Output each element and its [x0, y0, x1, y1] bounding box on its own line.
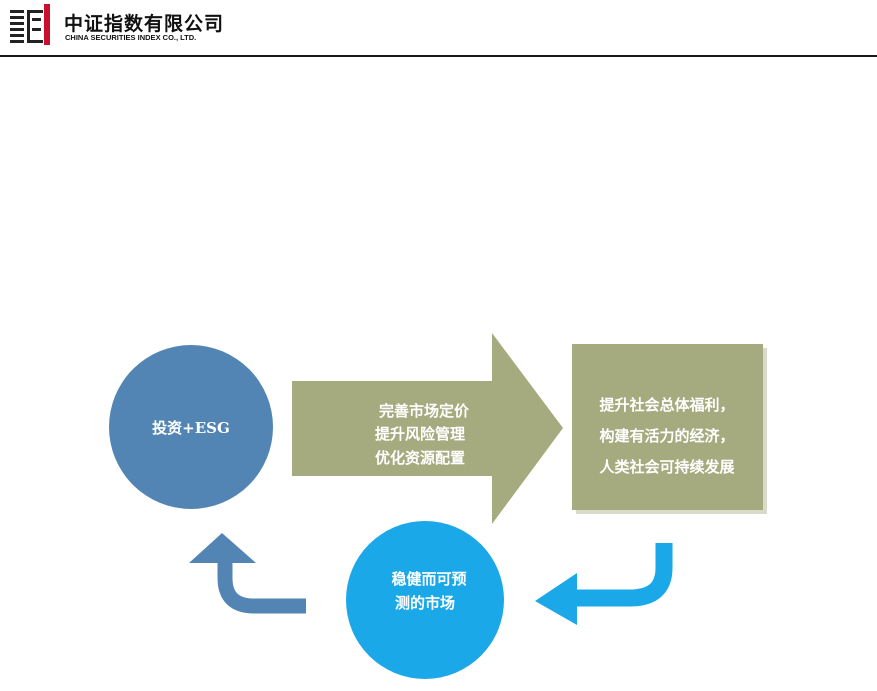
market-circle [346, 521, 504, 679]
market-node: 稳健而可预 测的市场 [346, 521, 504, 679]
company-name-cn: 中证指数有限公司 [64, 13, 225, 35]
invest-esg-node: 投资+ESG [109, 345, 273, 509]
header-divider [0, 55, 877, 57]
process-line-1: 完善市场定价 [379, 402, 470, 420]
invest-esg-label: 投资+ESG [152, 419, 230, 437]
return-arrow-left-icon [189, 533, 306, 614]
outcome-line-3: 人类社会可持续发展 [599, 458, 734, 476]
process-line-2: 提升风险管理 [375, 425, 465, 443]
invest-esg-circle [109, 345, 273, 509]
page-header: 中证指数有限公司 CHINA SECURITIES INDEX CO., LTD… [0, 0, 877, 57]
market-line-1: 稳健而可预 [391, 570, 466, 588]
return-arrow-right-icon [535, 543, 673, 625]
outcome-line-2: 构建有活力的经济， [599, 427, 734, 445]
outcome-line-1: 提升社会总体福利， [599, 396, 734, 414]
process-arrow: 完善市场定价 提升风险管理 优化资源配置 [292, 333, 563, 524]
company-name-en: CHINA SECURITIES INDEX CO., LTD. [65, 33, 197, 42]
process-line-3: 优化资源配置 [375, 449, 465, 467]
process-arrow-shape [292, 333, 563, 524]
outcome-box: 提升社会总体福利， 构建有活力的经济， 人类社会可持续发展 [572, 344, 767, 514]
market-line-2: 测的市场 [395, 594, 455, 612]
csi-logo-icon [10, 4, 50, 45]
outcome-box-rect [572, 344, 763, 510]
